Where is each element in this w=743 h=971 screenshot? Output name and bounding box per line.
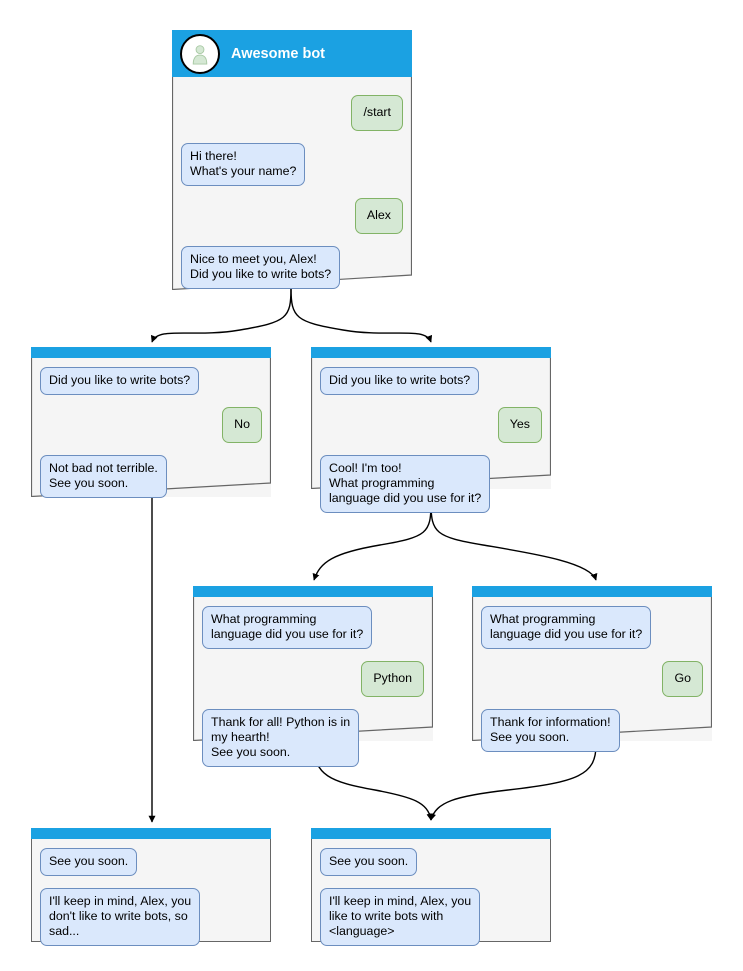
message-row: What programming language did you use fo…: [481, 606, 703, 649]
message-row: I'll keep in mind, Alex, you don't like …: [40, 888, 262, 946]
node-end-sad[interactable]: See you soon. I'll keep in mind, Alex, y…: [31, 828, 271, 946]
bot-message-bubble[interactable]: Thank for information! See you soon.: [481, 709, 620, 752]
node-yes-branch-header: [311, 347, 551, 358]
bot-message-bubble[interactable]: What programming language did you use fo…: [481, 606, 652, 649]
message-row: See you soon.: [40, 848, 262, 876]
bot-message-bubble[interactable]: I'll keep in mind, Alex, you don't like …: [40, 888, 201, 946]
message-row: I'll keep in mind, Alex, you like to wri…: [320, 888, 542, 946]
message-row: /start: [181, 95, 403, 131]
message-row: Hi there! What's your name?: [181, 143, 403, 186]
bot-message-bubble[interactable]: Cool! I'm too! What programming language…: [320, 455, 491, 513]
message-row: Yes: [320, 407, 542, 443]
user-message-bubble[interactable]: Go: [662, 661, 703, 697]
node-python-branch[interactable]: What programming language did you use fo…: [193, 586, 433, 767]
user-message-bubble[interactable]: Alex: [354, 198, 403, 234]
bot-message-bubble[interactable]: Hi there! What's your name?: [181, 143, 306, 186]
user-message-bubble[interactable]: /start: [351, 95, 403, 131]
node-end-sad-messages: See you soon. I'll keep in mind, Alex, y…: [31, 839, 271, 958]
node-go-branch[interactable]: What programming language did you use fo…: [472, 586, 712, 752]
message-row: Nice to meet you, Alex! Did you like to …: [181, 246, 403, 289]
bot-message-bubble[interactable]: See you soon.: [320, 848, 418, 876]
node-no-branch-header: [31, 347, 271, 358]
message-row: Python: [202, 661, 424, 697]
node-root-messages: /start Hi there! What's your name? Alex …: [172, 86, 412, 301]
message-row: Not bad not terrible. See you soon.: [40, 455, 262, 498]
bot-title: Awesome bot: [231, 45, 326, 62]
message-row: Did you like to write bots?: [320, 367, 542, 395]
message-row: See you soon.: [320, 848, 542, 876]
message-row: No: [40, 407, 262, 443]
bot-message-bubble[interactable]: Thank for all! Python is in my hearth! S…: [202, 709, 360, 767]
user-message-bubble[interactable]: Yes: [497, 407, 542, 443]
bot-message-bubble[interactable]: Did you like to write bots?: [40, 367, 200, 395]
node-end-happy[interactable]: See you soon. I'll keep in mind, Alex, y…: [311, 828, 551, 946]
node-root-header: Awesome bot: [172, 30, 412, 77]
bot-message-bubble[interactable]: What programming language did you use fo…: [202, 606, 373, 649]
message-row: Go: [481, 661, 703, 697]
user-message-bubble[interactable]: No: [222, 407, 262, 443]
node-go-branch-header: [472, 586, 712, 597]
bot-message-bubble[interactable]: Nice to meet you, Alex! Did you like to …: [181, 246, 341, 289]
node-end-happy-header: [311, 828, 551, 839]
bot-message-bubble[interactable]: Not bad not terrible. See you soon.: [40, 455, 167, 498]
bot-message-bubble[interactable]: Did you like to write bots?: [320, 367, 480, 395]
node-no-branch[interactable]: Did you like to write bots? No Not bad n…: [31, 347, 271, 498]
message-row: Cool! I'm too! What programming language…: [320, 455, 542, 513]
node-no-branch-messages: Did you like to write bots? No Not bad n…: [31, 358, 271, 510]
message-row: Did you like to write bots?: [40, 367, 262, 395]
user-message-bubble[interactable]: Python: [361, 661, 424, 697]
node-end-sad-header: [31, 828, 271, 839]
bot-message-bubble[interactable]: See you soon.: [40, 848, 138, 876]
message-row: Thank for all! Python is in my hearth! S…: [202, 709, 424, 767]
node-go-branch-messages: What programming language did you use fo…: [472, 597, 712, 764]
node-yes-branch[interactable]: Did you like to write bots? Yes Cool! I'…: [311, 347, 551, 513]
node-root[interactable]: Awesome bot /start Hi there! What's your…: [172, 30, 412, 290]
node-end-happy-messages: See you soon. I'll keep in mind, Alex, y…: [311, 839, 551, 958]
message-row: What programming language did you use fo…: [202, 606, 424, 649]
bot-message-bubble[interactable]: I'll keep in mind, Alex, you like to wri…: [320, 888, 481, 946]
node-yes-branch-messages: Did you like to write bots? Yes Cool! I'…: [311, 358, 551, 525]
message-row: Alex: [181, 198, 403, 234]
node-python-branch-messages: What programming language did you use fo…: [193, 597, 433, 779]
node-python-branch-header: [193, 586, 433, 597]
message-row: Thank for information! See you soon.: [481, 709, 703, 752]
person-icon: [180, 33, 220, 74]
